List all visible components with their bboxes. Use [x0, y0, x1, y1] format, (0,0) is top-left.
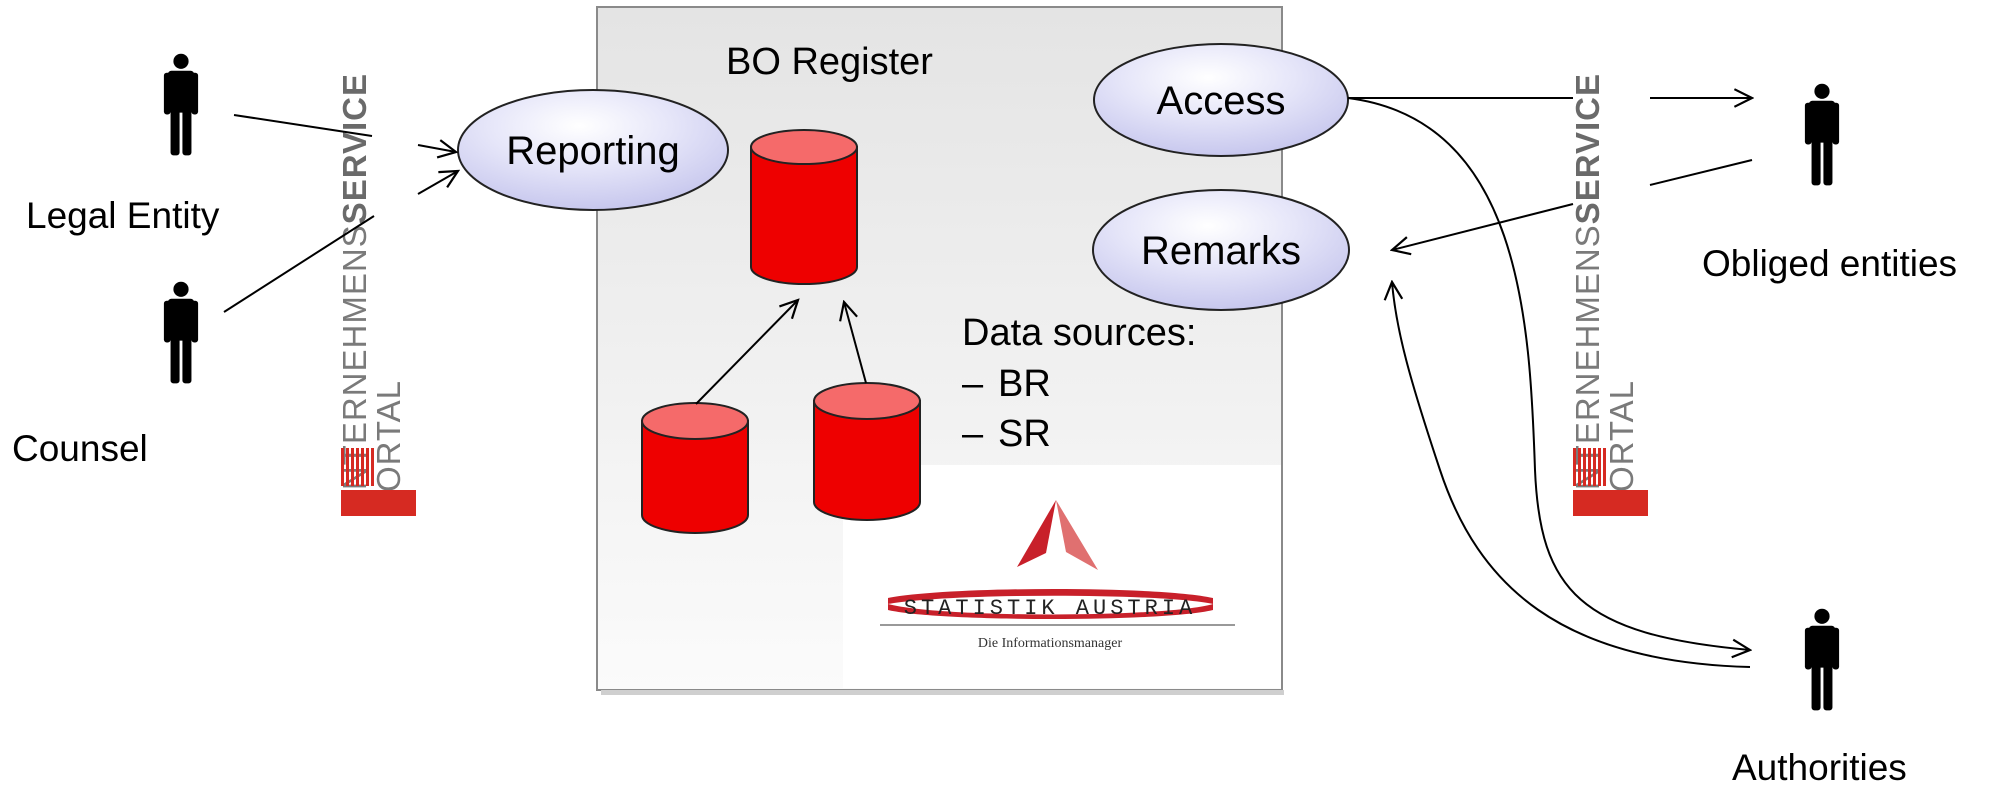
portal-logo-right: UNTERNEHMENSSERVICE PORTAL: [1569, 73, 1648, 516]
arrow-sr-to-register: [844, 302, 867, 384]
authorities-person-icon: [1804, 608, 1840, 711]
obliged-to-remarks-arrow: [1392, 203, 1574, 250]
counsel-label: Counsel: [12, 428, 148, 469]
logo-tagline: Die Informationsmanager: [978, 636, 1123, 651]
counsel-line: [223, 215, 375, 313]
counsel-arrow: [417, 171, 458, 195]
register-box-shadow: [601, 690, 1284, 695]
remarks-label: Remarks: [1141, 229, 1301, 273]
remarks-process: Remarks: [1092, 189, 1350, 311]
arrow-br-to-register: [695, 300, 798, 405]
logo-swoosh-bottom-icon: [888, 604, 1213, 619]
data-sources-heading: Data sources:: [962, 312, 1196, 354]
reporting-label: Reporting: [506, 129, 679, 173]
obliged-entities-label: Obliged entities: [1702, 243, 1957, 284]
legal-entity-line: [233, 114, 373, 137]
legal-entity-label: Legal Entity: [26, 195, 220, 236]
logo-triangle-icon: [1017, 500, 1056, 567]
counsel-person-icon: [163, 281, 199, 384]
logo-swoosh-icon: [888, 589, 1213, 604]
obliged-back-line: [1649, 159, 1753, 186]
access-process: Access: [1093, 43, 1349, 157]
logo-triangle-right-icon: [1056, 500, 1098, 570]
access-to-authorities-curve: [1347, 97, 1750, 650]
access-label: Access: [1157, 79, 1286, 123]
reporting-process: Reporting: [457, 89, 729, 211]
obliged-entities-person-icon: [1804, 83, 1840, 186]
statistik-austria-logo: STATISTIK AUSTRIA Die Informationsmanage…: [880, 500, 1235, 651]
authorities-to-remarks-curve: [1392, 282, 1751, 668]
portal-word-bold-left: SERVICE: [336, 73, 373, 224]
portal-stripes-icon: [1573, 448, 1648, 516]
source-sr: SR: [998, 413, 1051, 455]
register-title: BO Register: [726, 41, 933, 83]
portal-stripes-icon: [341, 448, 416, 516]
br-database: [641, 402, 749, 534]
source-bullet-br: –: [962, 363, 984, 405]
source-br: BR: [998, 363, 1051, 405]
authorities-label: Authorities: [1732, 747, 1907, 788]
legal-entity-person-icon: [163, 53, 199, 156]
portal-logo-left: UNTERNEHMENSSERVICE PORTAL: [336, 73, 416, 516]
logo-name: STATISTIK AUSTRIA: [904, 596, 1196, 621]
legal-entity-arrow: [417, 145, 456, 152]
source-bullet-sr: –: [962, 413, 984, 455]
portal-word-bold-right: SERVICE: [1569, 73, 1606, 224]
bo-register-database: [750, 129, 858, 285]
sr-database: [813, 382, 921, 521]
